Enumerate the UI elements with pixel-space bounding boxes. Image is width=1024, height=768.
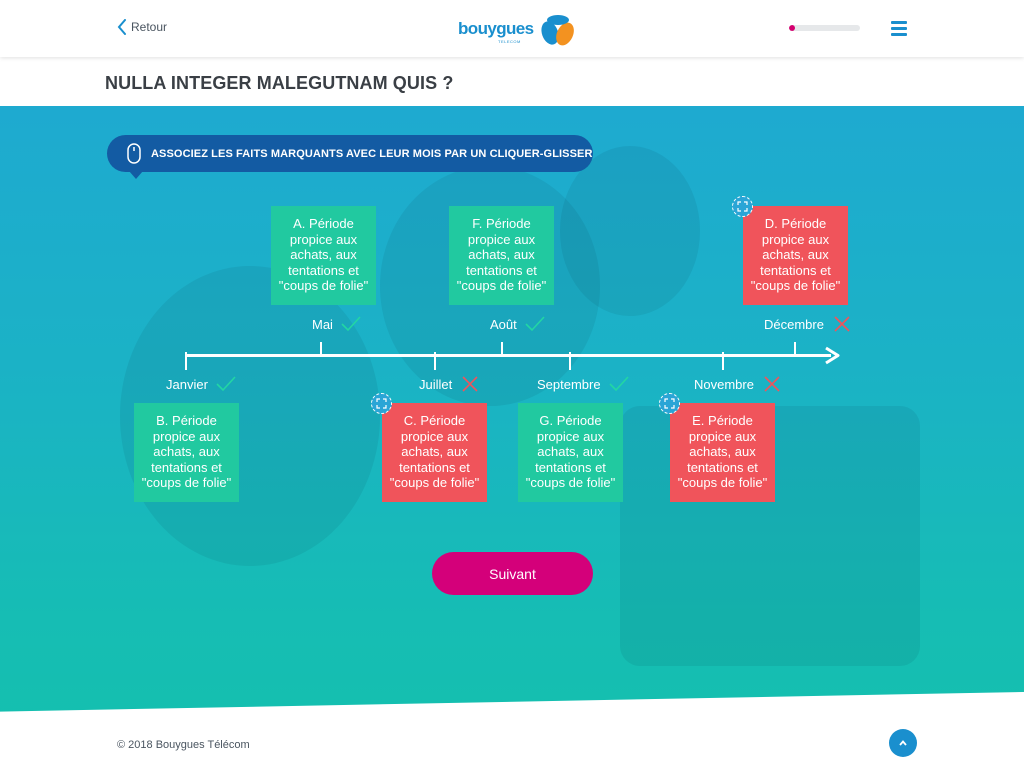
month-juillet: Juillet: [419, 375, 481, 393]
copyright-text: © 2018 Bouygues Télécom: [117, 739, 250, 751]
tick-aout: [501, 342, 503, 356]
check-icon: [525, 316, 545, 332]
mouse-icon: [127, 143, 141, 164]
cross-icon: [764, 376, 780, 392]
cross-icon: [462, 376, 478, 392]
answer-card-d[interactable]: D. Période propice aux achats, aux tenta…: [743, 206, 848, 305]
instruction-banner: ASSOCIEZ LES FAITS MARQUANTS AVEC LEUR M…: [107, 135, 593, 179]
back-button[interactable]: Retour: [117, 19, 167, 35]
check-icon: [341, 316, 361, 332]
tick-janvier: [185, 352, 187, 370]
header: Retour bouygues TELECOM: [0, 0, 1024, 57]
timeline-axis: [186, 354, 831, 357]
month-janvier: Janvier: [166, 375, 237, 393]
month-mai: Mai: [312, 315, 362, 333]
instruction-text: ASSOCIEZ LES FAITS MARQUANTS AVEC LEUR M…: [151, 147, 593, 160]
tick-juillet: [434, 352, 436, 370]
answer-card-c[interactable]: C. Période propice aux achats, aux tenta…: [382, 403, 487, 502]
background-photo: [560, 146, 700, 316]
logo-mark-icon: [540, 15, 574, 46]
tick-mai: [320, 342, 322, 356]
month-novembre: Novembre: [694, 375, 783, 393]
answer-card-f[interactable]: F. Période propice aux achats, aux tenta…: [449, 206, 554, 305]
check-icon: [216, 376, 236, 392]
progress-bar: [789, 25, 860, 31]
tick-novembre: [722, 352, 724, 370]
answer-card-e[interactable]: E. Période propice aux achats, aux tenta…: [670, 403, 775, 502]
month-decembre: Décembre: [764, 315, 853, 333]
answer-card-g[interactable]: G. Période propice aux achats, aux tenta…: [518, 403, 623, 502]
expand-icon[interactable]: [732, 196, 753, 217]
logo-text: bouygues: [458, 19, 534, 38]
progress-fill: [789, 25, 795, 31]
tick-septembre: [569, 352, 571, 370]
expand-icon[interactable]: [371, 393, 392, 414]
arrow-right-icon: [825, 346, 840, 365]
title-band: [0, 57, 1024, 107]
tick-decembre: [794, 342, 796, 356]
answer-card-b[interactable]: B. Période propice aux achats, aux tenta…: [134, 403, 239, 502]
logo-subtext: TELECOM: [498, 39, 521, 44]
next-button[interactable]: Suivant: [432, 552, 593, 595]
menu-icon[interactable]: [891, 21, 907, 36]
scroll-to-top-button[interactable]: [889, 729, 917, 757]
month-aout: Août: [490, 315, 546, 333]
expand-icon[interactable]: [659, 393, 680, 414]
back-label: Retour: [131, 20, 168, 34]
chevron-left-icon: [117, 19, 126, 35]
check-icon: [609, 376, 629, 392]
bouygues-logo: bouygues TELECOM: [458, 13, 578, 47]
page-title: NULLA INTEGER MALEGUTNAM QUIS ?: [105, 73, 454, 93]
answer-card-a[interactable]: A. Période propice aux achats, aux tenta…: [271, 206, 376, 305]
month-septembre: Septembre: [537, 375, 630, 393]
chevron-up-icon: [899, 740, 907, 746]
cross-icon: [834, 316, 850, 332]
